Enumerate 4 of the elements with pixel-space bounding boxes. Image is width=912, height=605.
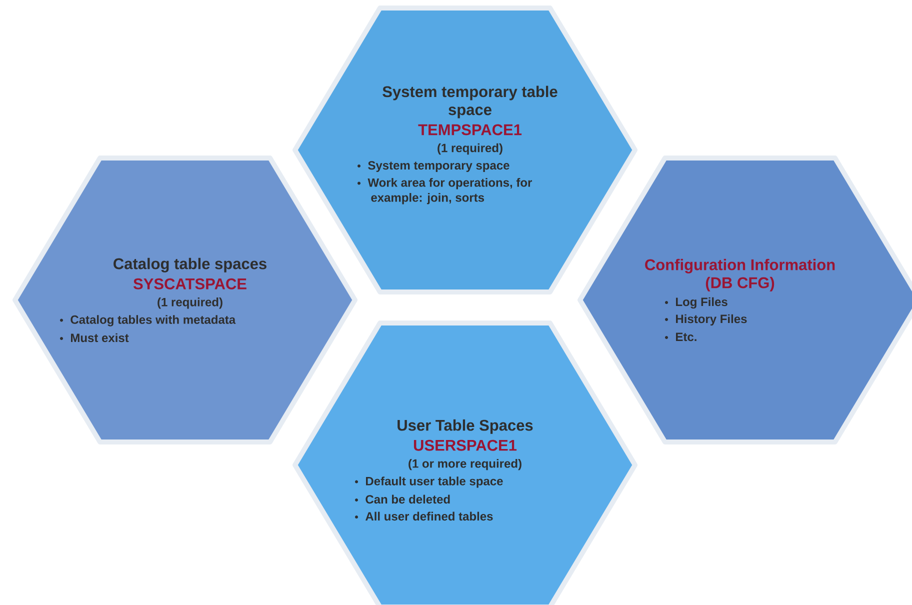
hexagon: User Table Spaces USERSPACE1 (1 or more required) Default user table space Can be deleted All user defined tables [292,320,638,605]
hexagon: Catalog table spaces SYSCATSPACE (1 required) Catalog tables with metadata Must exist [12,156,358,444]
hexagon: Configuration Information (DB CFG) Log Files History Files Etc. [578,156,912,444]
hexagon: System temporary table space TEMPSPACE1 (1 required) System temporary space Work area for operations, for example: join, sorts [292,6,638,294]
